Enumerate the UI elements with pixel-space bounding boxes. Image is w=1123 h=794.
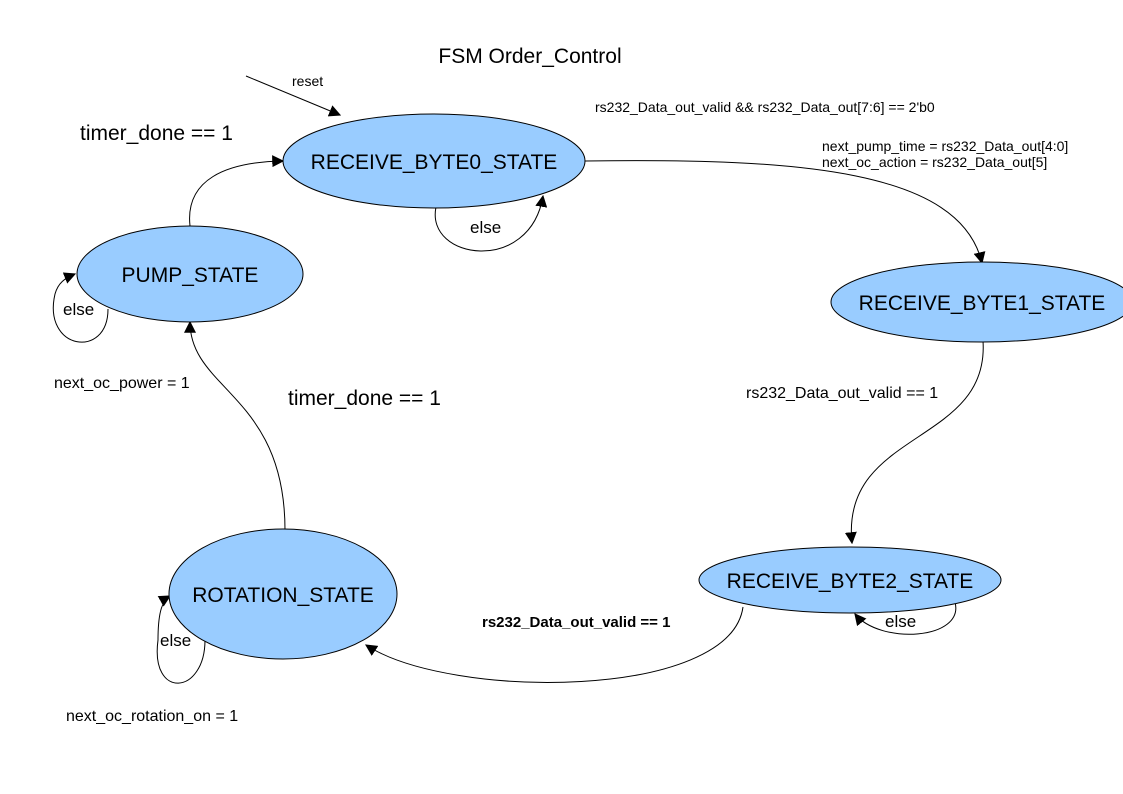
- byte1-to-byte2-arrow: [844, 340, 984, 545]
- diagram-title: FSM Order_Control: [438, 45, 621, 68]
- byte2-condition-label: rs232_Data_out_valid == 1: [482, 614, 670, 631]
- state-receive-byte2-label: RECEIVE_BYTE2_STATE: [727, 570, 974, 593]
- state-receive-byte0: [282, 113, 586, 209]
- state-receive-byte0-label: RECEIVE_BYTE0_STATE: [311, 151, 558, 174]
- rotation-timer-label: timer_done == 1: [288, 387, 441, 410]
- state-receive-byte2: [698, 546, 1002, 614]
- byte2-else-label: else: [885, 612, 916, 631]
- pump-to-byte0-arrow: [189, 155, 285, 227]
- byte0-action-label-2: next_oc_action = rs232_Data_out[5]: [822, 154, 1047, 170]
- rotation-action-label: next_oc_rotation_on = 1: [66, 708, 238, 725]
- byte0-to-byte1-arrow: [584, 160, 986, 265]
- byte0-condition-label: rs232_Data_out_valid && rs232_Data_out[7…: [595, 99, 935, 115]
- byte1-condition-label: rs232_Data_out_valid == 1: [746, 385, 938, 402]
- rotation-else-label: else: [160, 631, 191, 650]
- state-rotation-label: ROTATION_STATE: [192, 584, 374, 607]
- reset-arrow: [245, 75, 342, 117]
- pump-self-loop-arrow: [52, 272, 109, 343]
- byte2-to-rotation-arrow: [364, 606, 744, 683]
- reset-label: reset: [292, 73, 323, 89]
- pump-action-label: next_oc_power = 1: [54, 375, 190, 392]
- state-pump-label: PUMP_STATE: [122, 264, 259, 287]
- state-receive-byte1-label: RECEIVE_BYTE1_STATE: [859, 292, 1106, 315]
- state-receive-byte1: [830, 261, 1123, 343]
- pump-else-label: else: [63, 300, 94, 319]
- byte0-else-label: else: [470, 218, 501, 237]
- state-rotation: [168, 528, 398, 660]
- byte2-self-loop-arrow: [854, 601, 957, 635]
- rotation-to-pump-arrow: [184, 320, 286, 531]
- rotation-self-loop-arrow: [156, 595, 206, 684]
- byte0-self-loop-arrow: [434, 194, 548, 252]
- byte0-action-label-1: next_pump_time = rs232_Data_out[4:0]: [822, 138, 1068, 154]
- state-pump: [76, 225, 304, 323]
- pump-timer-label: timer_done == 1: [80, 122, 233, 145]
